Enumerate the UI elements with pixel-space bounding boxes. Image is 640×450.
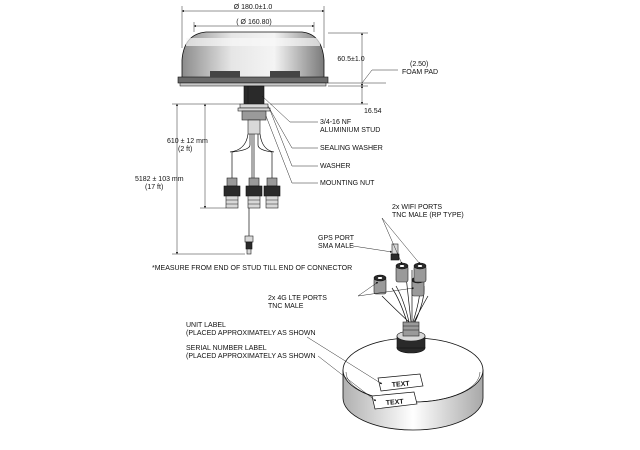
short-cable-length-label: 610 ± 12 mm [167, 138, 208, 145]
short-cable-ft-label: (2 ft) [178, 146, 192, 153]
height-label: 60.5±1.0 [337, 56, 364, 63]
side-view: Ø 180.0±1.0 ( Ø 160.80) 60.5±1.0 (2.50) … [135, 4, 438, 272]
stud-callout-line2: ALUMINIUM STUD [320, 127, 380, 134]
stud-height-label: 16.54 [364, 108, 382, 115]
sealing-washer-callout: SEALING WASHER [320, 145, 383, 152]
mounting-nut [241, 110, 267, 121]
isometric-view: TEXT TEXT [186, 204, 484, 431]
lte-ports-callout-line1: 2x 4G LTE PORTS [268, 295, 327, 302]
wifi-ports-callout-line1: 2x WIFI PORTS [392, 204, 442, 211]
washer [237, 107, 271, 112]
foam-pad [179, 82, 327, 87]
gps-connector [244, 235, 254, 255]
lte-ports-callout-line2: TNC MALE [268, 303, 304, 310]
inner-diameter-label: ( Ø 160.80) [236, 19, 271, 26]
gps-port-callout-line2: SMA MALE [318, 243, 354, 250]
wifi-connector-right [413, 262, 427, 283]
sealing-washer [239, 103, 269, 109]
outer-diameter-label: Ø 180.0±1.0 [234, 4, 273, 11]
measurement-footnote: *MEASURE FROM END OF STUD TILL END OF CO… [152, 265, 352, 272]
mounting-nut-callout: MOUNTING NUT [320, 180, 375, 187]
isometric-cable-harness [381, 270, 429, 323]
cable-harness [231, 134, 273, 178]
unit-label-sticker: TEXT [377, 373, 424, 392]
serial-label-text: TEXT [386, 398, 405, 407]
foam-pad-value: (2.50) [410, 61, 428, 68]
cable-connector-middle [245, 177, 263, 209]
foam-pad-label: FOAM PAD [402, 69, 438, 76]
antenna-base-band [177, 76, 329, 84]
wifi-connector-left [395, 262, 409, 283]
cable-connector-right [263, 177, 281, 209]
stud-callout-line1: 3/4-16 NF [320, 119, 351, 126]
serial-number-label-sticker: TEXT [371, 391, 418, 410]
wifi-ports-callout-line2: TNC MALE (RP TYPE) [392, 212, 464, 219]
washer-callout: WASHER [320, 163, 350, 170]
aluminium-stud [243, 85, 265, 105]
unit-label-callout-line2: (PLACED APPROXIMATELY AS SHOWN [186, 330, 316, 337]
cable-connector-left [223, 177, 241, 209]
serial-label-callout-line2: (PLACED APPROXIMATELY AS SHOWN [186, 353, 316, 360]
gps-sma-connector [390, 243, 400, 261]
serial-label-callout-line1: SERIAL NUMBER LABEL [186, 345, 267, 352]
gps-port-callout-line1: GPS PORT [318, 235, 355, 242]
long-cable-ft-label: (17 ft) [145, 184, 163, 191]
unit-label-callout-line1: UNIT LABEL [186, 322, 226, 329]
long-cable-length-label: 5182 ± 103 mm [135, 176, 184, 183]
lte-connector-left [373, 274, 387, 295]
unit-label-text: TEXT [392, 380, 411, 389]
